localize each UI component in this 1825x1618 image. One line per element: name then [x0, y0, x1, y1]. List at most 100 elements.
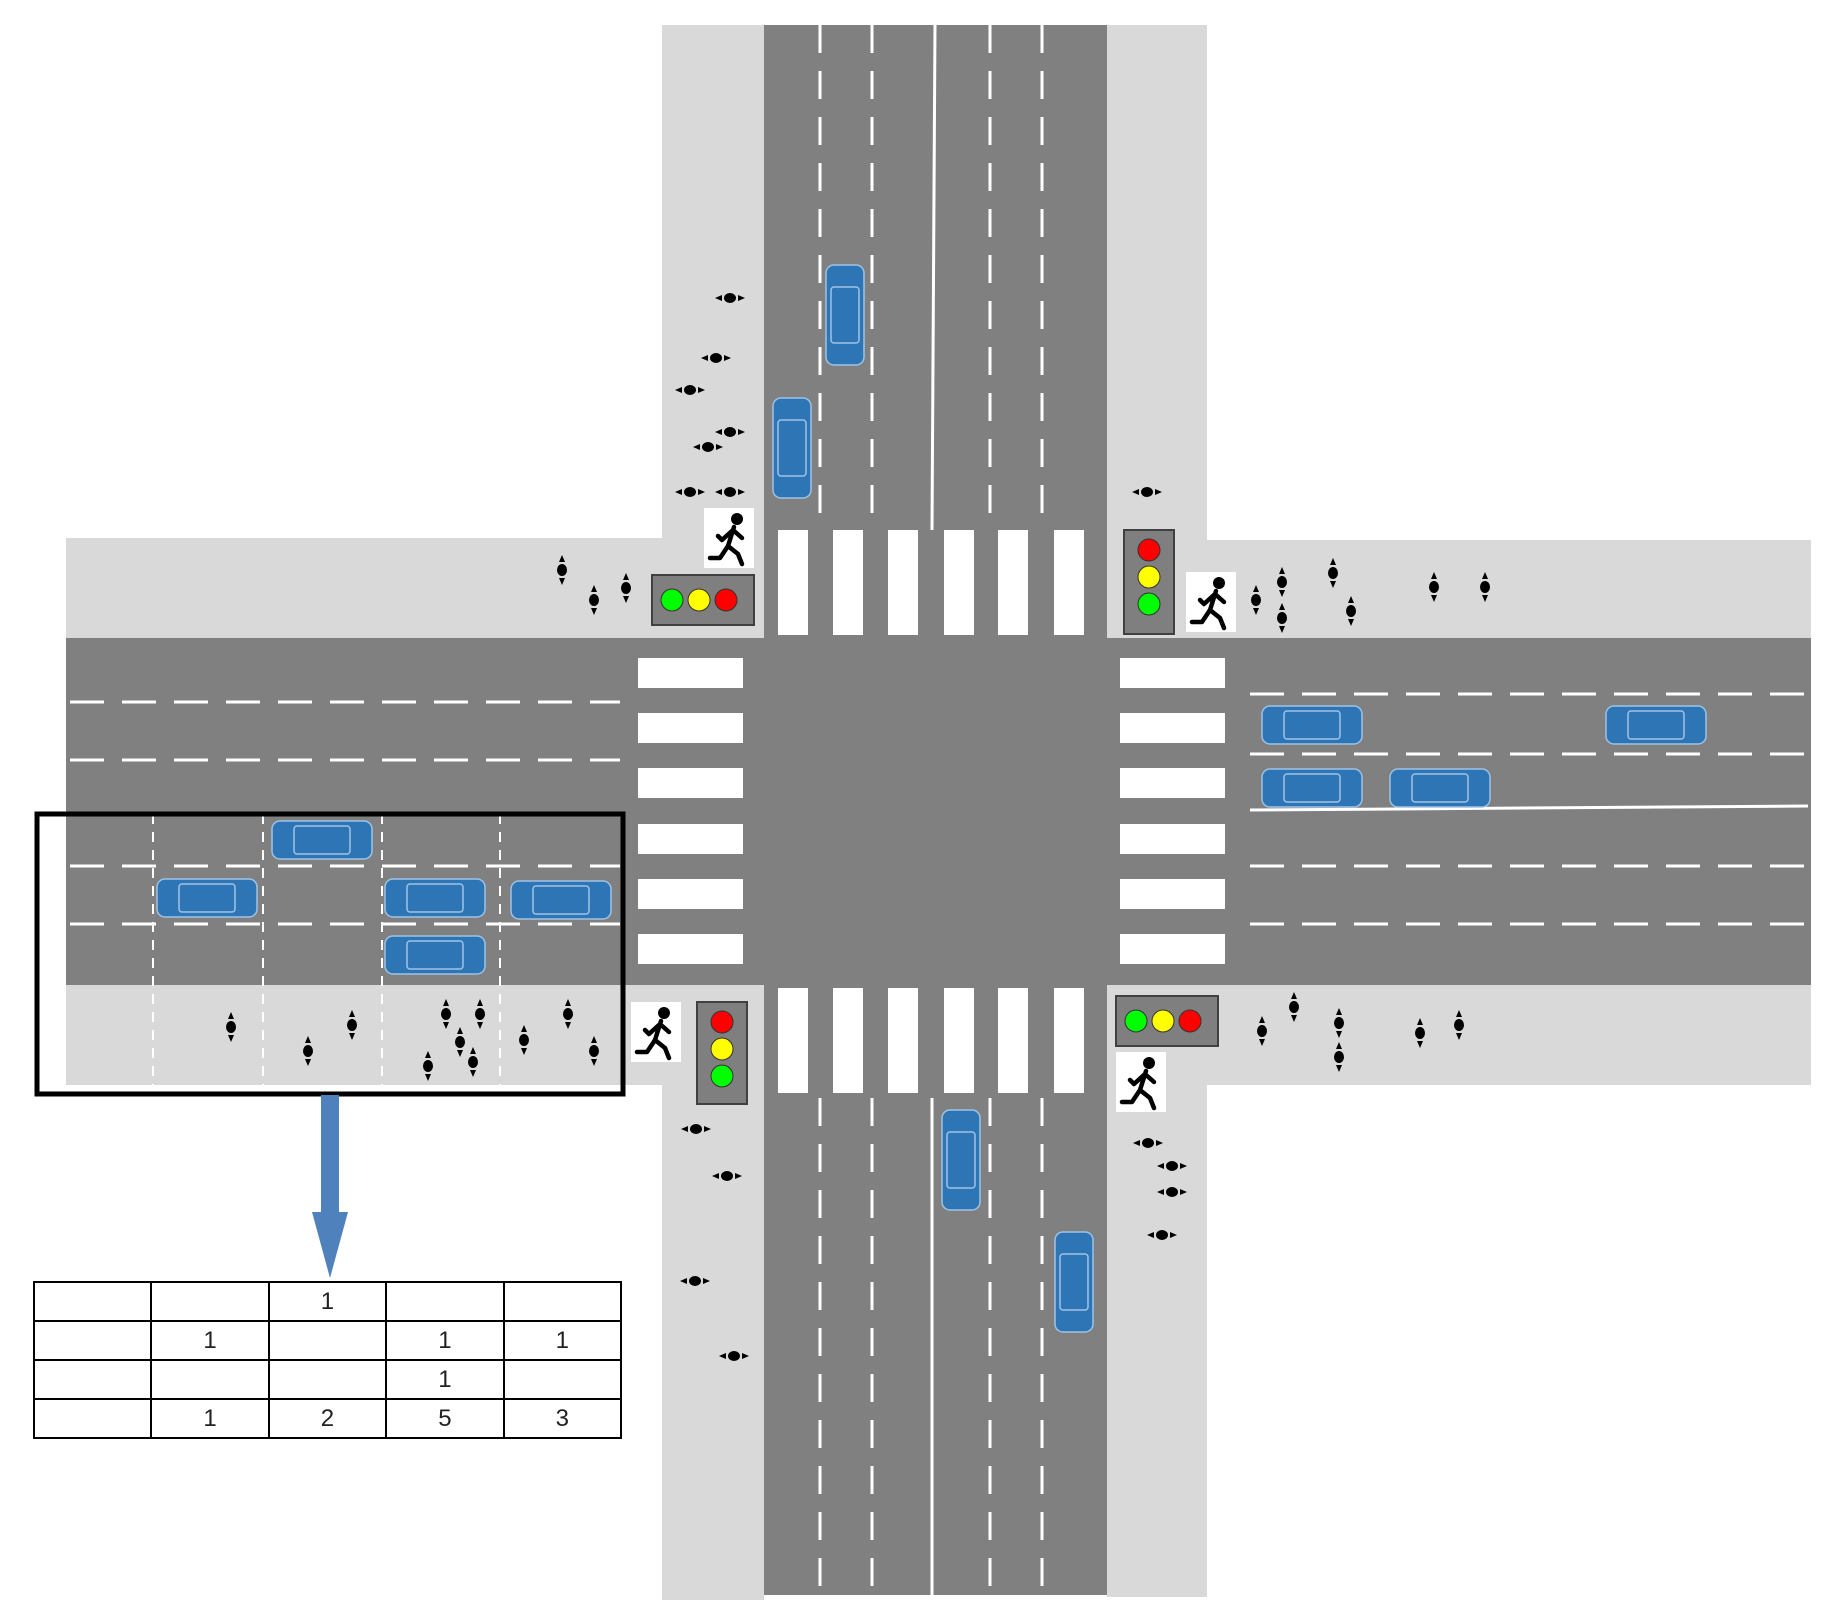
bicycle-icon-2 [675, 385, 705, 395]
rider [1166, 1187, 1178, 1197]
wheel-back [228, 1035, 234, 1042]
car-cabin [1283, 773, 1341, 803]
rider [1251, 594, 1261, 606]
wheel-back [1431, 595, 1437, 602]
crosswalk-north-stripe-1 [833, 530, 863, 635]
wheel-back [565, 1022, 571, 1029]
signal-green-lamp [660, 588, 684, 612]
bicycle-icon-0 [715, 293, 745, 303]
bicycle-icon-v-14 [475, 999, 485, 1029]
table-cell: 1 [502, 1320, 623, 1361]
wheel-front [425, 1051, 431, 1058]
crosswalk-north-stripe-0 [778, 530, 808, 635]
sidewalk-north-west [662, 25, 764, 540]
table-cell [32, 1320, 153, 1361]
wheel-back [1336, 1031, 1342, 1038]
car-cabin [1283, 710, 1341, 740]
signal-red-lamp [714, 588, 738, 612]
pedestrian-icon-3 [1116, 1052, 1166, 1112]
wheel-front [738, 489, 745, 495]
wheel-back [1279, 590, 1285, 597]
car-icon-9 [156, 878, 258, 918]
car-cabin [1627, 710, 1685, 740]
bicycle-icon-6 [715, 487, 745, 497]
wheel-back [623, 596, 629, 603]
table-cell: 1 [385, 1359, 505, 1400]
car-body [384, 878, 486, 918]
wheel-back [559, 578, 565, 585]
table-cell: 3 [502, 1398, 623, 1439]
car-icon-2 [941, 1109, 981, 1211]
car-body [1261, 705, 1363, 745]
crosswalk-south-stripe-3 [944, 988, 974, 1093]
bicycle-icon-v-10 [226, 1012, 236, 1042]
wheel-front [698, 387, 705, 393]
car-body [271, 820, 373, 860]
rider [423, 1060, 433, 1072]
bicycle-icon-v-6 [1328, 558, 1338, 588]
wheel-back [1157, 1163, 1164, 1169]
bicycle-icon-4 [693, 442, 723, 452]
crosswalk-east-stripe-5 [1120, 934, 1225, 964]
rider [589, 594, 599, 606]
car-cabin [293, 825, 351, 855]
wheel-front [735, 1173, 742, 1179]
crosswalk-east-stripe-4 [1120, 879, 1225, 909]
rider [226, 1021, 236, 1033]
signal-red-lamp [1137, 538, 1161, 562]
car-icon-3 [1054, 1231, 1094, 1333]
ped-figure [634, 1018, 672, 1061]
wheel-back [1330, 581, 1336, 588]
rider [1334, 1017, 1344, 1029]
crosswalk-east-stripe-2 [1120, 768, 1225, 798]
rider [468, 1056, 478, 1068]
bicycle-icon-v-24 [1334, 1042, 1344, 1072]
bicycle-icon-10 [680, 1276, 710, 1286]
bicycle-icon-1 [701, 353, 731, 363]
rider [724, 427, 736, 437]
wheel-front [1279, 567, 1285, 574]
wheel-front [591, 1036, 597, 1043]
rider [1166, 1161, 1178, 1171]
bicycle-icon-5 [675, 487, 705, 497]
wheel-front [1155, 489, 1162, 495]
table-cell: 5 [385, 1398, 505, 1439]
bicycle-icon-v-26 [1454, 1010, 1464, 1040]
rider [563, 1008, 573, 1020]
car-icon-7 [1389, 768, 1491, 808]
sidewalk-south-west [662, 1085, 764, 1600]
car-icon-12 [384, 935, 486, 975]
wheel-back [1348, 619, 1354, 626]
wheel-front [1482, 572, 1488, 579]
rider [721, 1171, 733, 1181]
rider [1480, 581, 1490, 593]
wheel-back [470, 1070, 476, 1077]
wheel-back [1456, 1033, 1462, 1040]
car-body [1605, 705, 1707, 745]
wheel-front [1180, 1163, 1187, 1169]
table-cell [32, 1281, 153, 1322]
signal-yellow-lamp [1151, 1009, 1175, 1033]
rider [589, 1045, 599, 1057]
bicycle-icon-v-23 [1334, 1008, 1344, 1038]
wheel-front [559, 555, 565, 562]
bicycle-icon-v-22 [1289, 992, 1299, 1022]
crosswalk-west-stripe-0 [638, 658, 743, 688]
wheel-front [349, 1010, 355, 1017]
car-cabin [406, 940, 464, 970]
wheel-back [457, 1050, 463, 1057]
rider [1334, 1051, 1344, 1063]
bicycle-icon-v-8 [1429, 572, 1439, 602]
car-icon-11 [510, 880, 612, 920]
rider [684, 385, 696, 395]
bicycle-icon-3 [715, 427, 745, 437]
wheel-back [1132, 489, 1139, 495]
bicycle-icon-7 [1132, 487, 1162, 497]
crosswalk-south-stripe-4 [998, 988, 1028, 1093]
wheel-back [521, 1048, 527, 1055]
rider [684, 487, 696, 497]
traffic-light-icon-se [1115, 995, 1219, 1047]
